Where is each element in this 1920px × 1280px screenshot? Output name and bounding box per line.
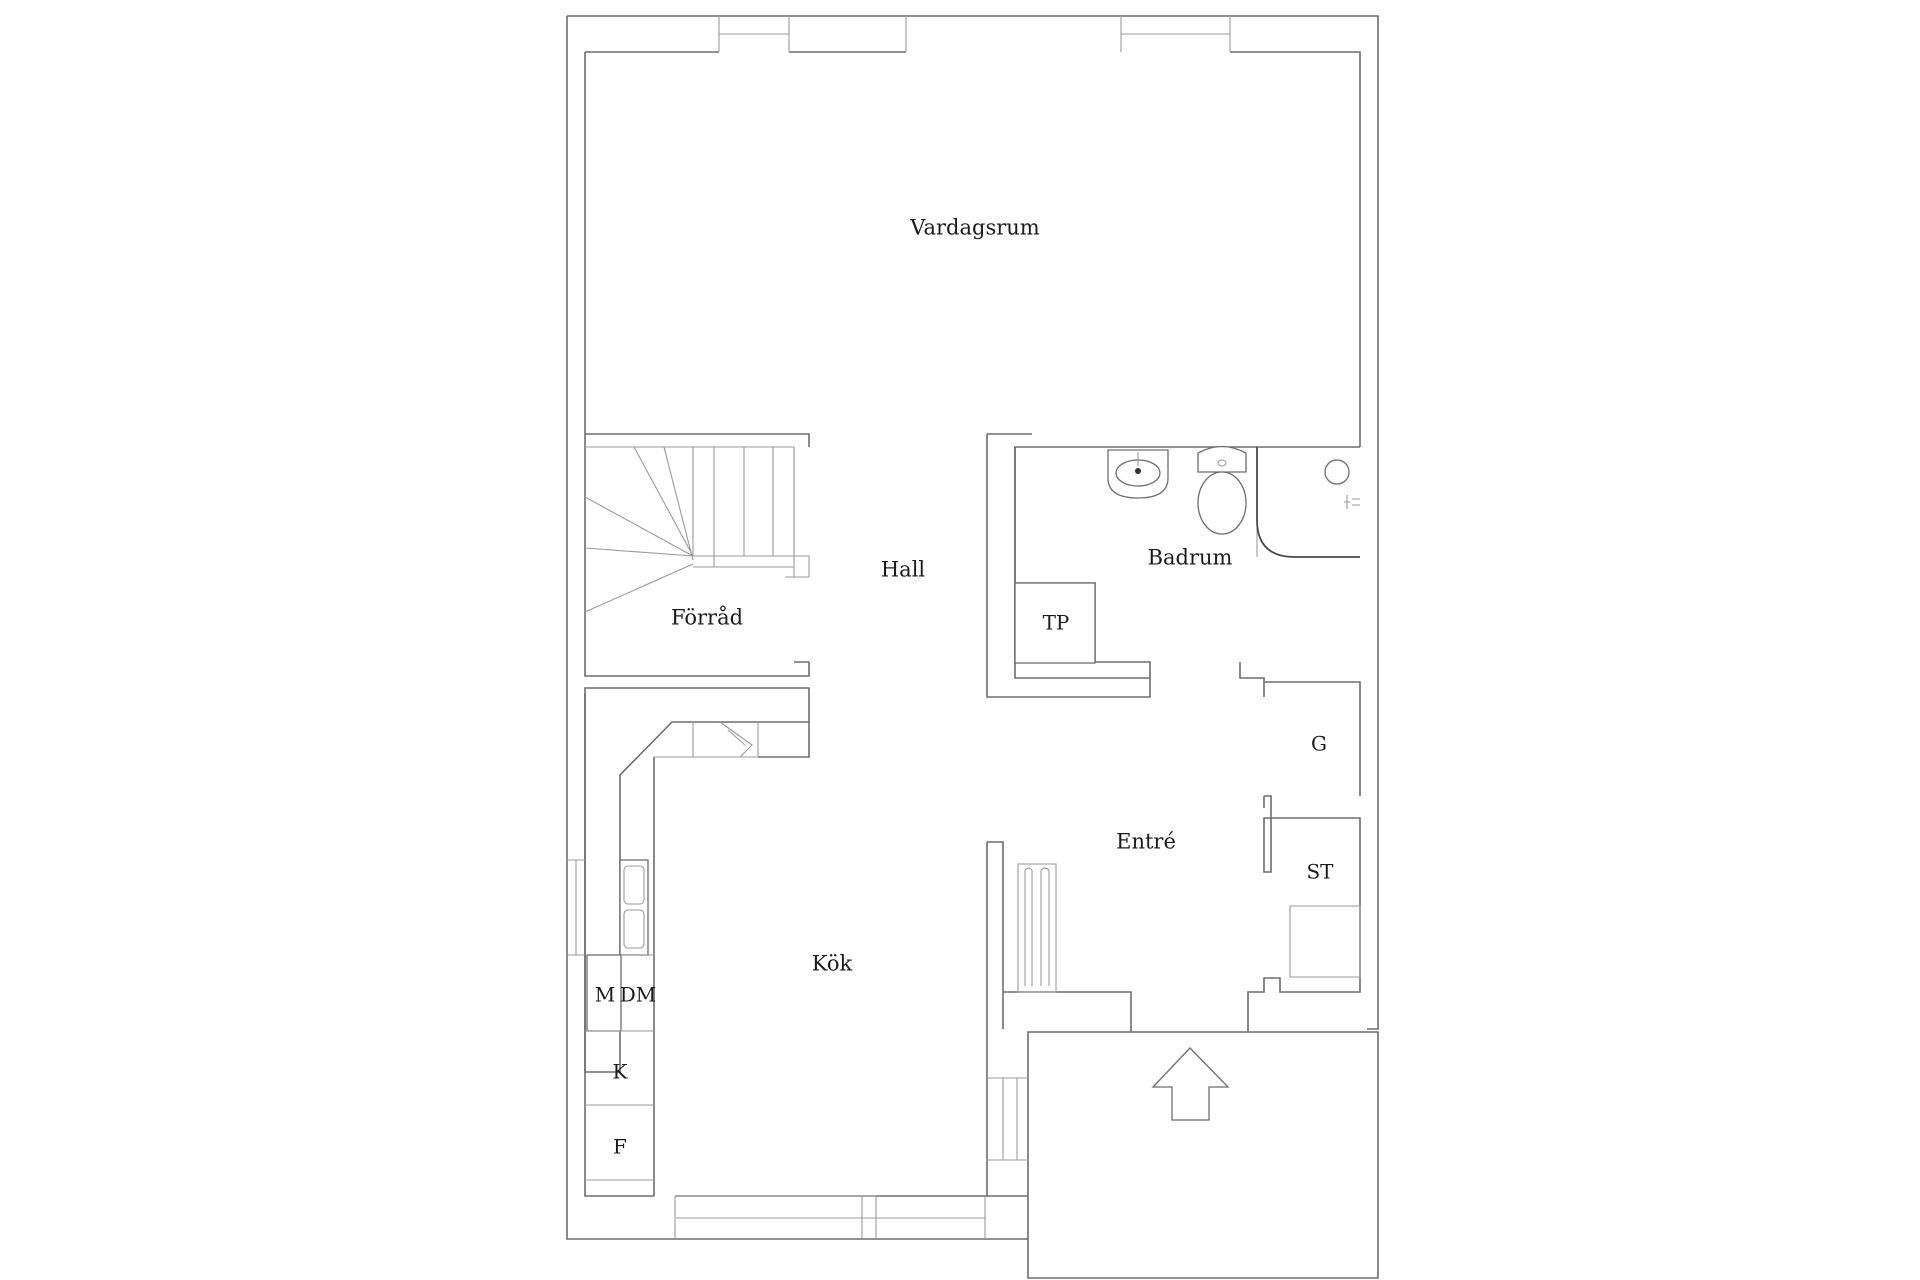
sink-icon <box>1107 449 1169 499</box>
entrance-arrow-icon <box>1151 1047 1230 1121</box>
room-label-badrum: Badrum <box>1148 546 1233 570</box>
fixture-label-g: G <box>1311 732 1327 756</box>
fixture-label-m: M <box>595 983 615 1007</box>
shoe-rack <box>1017 863 1057 993</box>
kitchen-sink-icon <box>619 859 649 956</box>
kitchen-appliances <box>567 859 654 1181</box>
room-label-vardagsrum: Vardagsrum <box>909 216 1040 240</box>
room-label-forrad: Förråd <box>671 606 743 630</box>
room-label-entre: Entré <box>1116 830 1176 854</box>
fixture-label-k: K <box>613 1060 629 1084</box>
fixture-label-tp: TP <box>1043 611 1070 635</box>
tp-cabinet <box>1014 582 1096 664</box>
fixture-label-dm: DM <box>620 983 657 1007</box>
toilet-icon <box>1197 445 1247 535</box>
fixture-label-f: F <box>613 1135 627 1159</box>
staircase <box>584 446 810 613</box>
shower-icon <box>1324 459 1360 509</box>
room-label-kok: Kök <box>812 952 853 976</box>
fixture-label-st: ST <box>1306 860 1334 884</box>
hall-walls <box>584 433 1360 698</box>
room-label-hall: Hall <box>881 558 926 582</box>
entre-walls <box>986 662 1379 1279</box>
outer-walls <box>566 15 1379 1240</box>
bottom-windows <box>674 1195 986 1239</box>
entre-window <box>987 1077 1028 1161</box>
